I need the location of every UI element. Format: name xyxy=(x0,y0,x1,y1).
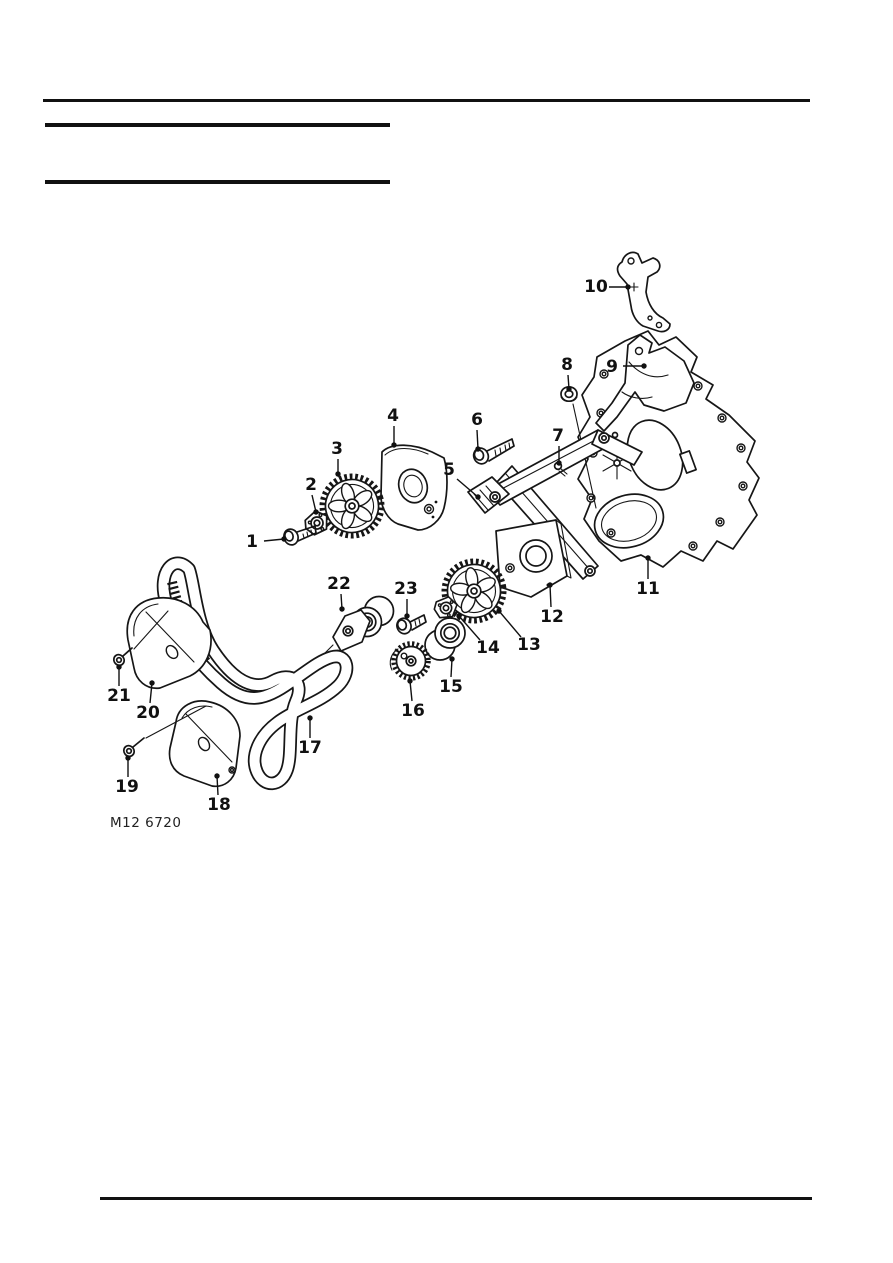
upper-bracket xyxy=(616,251,671,333)
callout-6: 6 xyxy=(471,410,483,452)
callout-18: 18 xyxy=(207,773,231,815)
callout-9: 9 xyxy=(606,357,647,377)
callout-number-11: 11 xyxy=(636,579,660,599)
upper-front-cover xyxy=(126,596,212,690)
callout-1: 1 xyxy=(246,532,287,552)
callout-number-2: 2 xyxy=(305,475,317,495)
front-camshaft-cover xyxy=(380,444,448,531)
callout-4: 4 xyxy=(387,406,399,448)
spider-mark xyxy=(602,431,632,480)
heading-rule-1 xyxy=(45,123,390,127)
mounting-bracket xyxy=(595,334,695,432)
callout-13: 13 xyxy=(496,608,541,655)
callout-number-14: 14 xyxy=(476,638,500,658)
callout-number-6: 6 xyxy=(471,410,483,430)
rear-camshaft-cover xyxy=(495,519,572,598)
tensioner-bolt xyxy=(396,614,427,635)
callout-number-20: 20 xyxy=(136,703,160,723)
callout-number-21: 21 xyxy=(107,686,131,706)
callout-19: 19 xyxy=(115,755,139,797)
callout-21: 21 xyxy=(107,664,131,706)
callout-number-22: 22 xyxy=(327,574,351,594)
callout-3: 3 xyxy=(331,439,343,477)
upper-cover-bolt xyxy=(112,610,169,667)
callout-number-13: 13 xyxy=(517,635,541,655)
callout-10: 10 xyxy=(584,277,631,297)
callout-15: 15 xyxy=(439,656,463,697)
callout-number-16: 16 xyxy=(401,701,425,721)
callout-number-19: 19 xyxy=(115,777,139,797)
callout-number-17: 17 xyxy=(298,738,322,758)
callout-12: 12 xyxy=(540,582,564,627)
callout-number-1: 1 xyxy=(246,532,258,552)
callout-number-4: 4 xyxy=(387,406,399,426)
callout-number-5: 5 xyxy=(443,460,455,480)
callout-11: 11 xyxy=(636,555,660,599)
callout-2: 2 xyxy=(305,475,319,515)
callout-number-12: 12 xyxy=(540,607,564,627)
callout-7: 7 xyxy=(552,426,564,466)
horizontal-rule-bottom xyxy=(100,1197,812,1200)
callout-number-10: 10 xyxy=(584,277,608,297)
callout-22: 22 xyxy=(327,574,351,612)
horizontal-rule-top xyxy=(43,99,810,102)
callout-number-7: 7 xyxy=(552,426,564,446)
figure-reference-code: M12 6720 xyxy=(110,815,181,831)
idler-pulley xyxy=(424,617,466,661)
callout-number-9: 9 xyxy=(606,357,618,377)
crankshaft-seal-opening xyxy=(593,493,665,549)
callout-16: 16 xyxy=(401,678,425,721)
callout-number-23: 23 xyxy=(394,579,418,599)
belt-tensioner xyxy=(323,595,395,660)
callout-8: 8 xyxy=(561,355,573,392)
callout-20: 20 xyxy=(136,680,160,723)
bolt-holes xyxy=(586,347,748,551)
callout-17: 17 xyxy=(298,715,322,758)
camshaft-gear-front xyxy=(315,469,389,543)
callout-number-3: 3 xyxy=(331,439,343,459)
callout-5: 5 xyxy=(443,460,481,500)
callout-number-15: 15 xyxy=(439,677,463,697)
crankshaft-sprocket xyxy=(389,641,431,681)
callout-14: 14 xyxy=(456,613,500,658)
lower-front-cover xyxy=(168,700,241,788)
lower-cover-bolt xyxy=(122,705,207,758)
heading-rule-2 xyxy=(45,180,390,184)
callout-number-18: 18 xyxy=(207,795,231,815)
callout-23: 23 xyxy=(394,579,418,619)
callout-number-8: 8 xyxy=(561,355,573,375)
